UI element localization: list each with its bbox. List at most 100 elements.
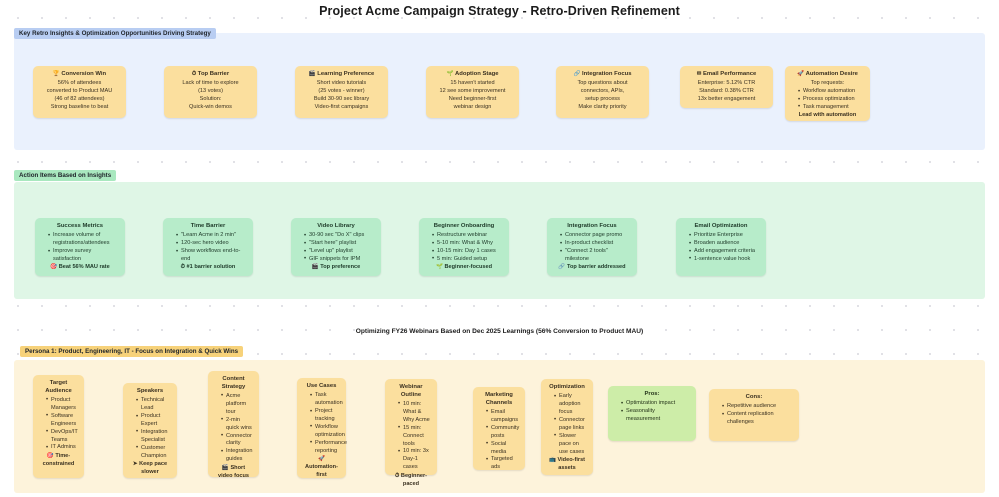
target-icon: 🎯 (50, 264, 59, 271)
action-card-beginner-onboarding[interactable]: Beginner OnboardingRestructure webinar5-… (419, 218, 509, 276)
list-item: Technical Lead (136, 397, 171, 413)
card-bullet-list: Repetitive audienceContent replication c… (715, 403, 793, 427)
action-card-email-optimization[interactable]: Email OptimizationPrioritize EnterpriseB… (676, 218, 766, 276)
card-title: 🌱 Adoption Stage (446, 71, 499, 77)
video-icon: 🎬 (221, 464, 231, 471)
card-line: Video-first campaigns (314, 103, 369, 110)
card-line: 56% of attendees (57, 80, 102, 87)
seedling-icon: 🌱 (435, 264, 445, 271)
card-line: connectors, APIs, (580, 88, 625, 95)
persona-card-content-strategy[interactable]: Content StrategyAcme platform tour2-min … (208, 371, 259, 479)
card-bullet-list: Task automationProject trackingWorkflow … (303, 392, 347, 456)
list-item: Connector clarity (221, 432, 253, 449)
card-bullet-list: Workflow automationProcess optimizationT… (791, 88, 864, 112)
card-footer: ➤ Keep pace slower (132, 461, 168, 476)
card-title: Target Audience (45, 380, 72, 394)
action-card-time-barrier[interactable]: Time Barrier"Learn Acme in 2 min"120-sec… (163, 218, 253, 276)
card-title: 🏆 Conversion Win (52, 71, 107, 77)
card-bullet-list: Product ManagersSoftware EngineersDevOps… (39, 396, 78, 452)
list-item: "Connect 2 tools" milestone (560, 248, 631, 264)
card-bullet-list: Acme platform tour2-min quick winsConnec… (214, 392, 253, 464)
card-title: Speakers (136, 388, 164, 394)
card-intro: Top requests: (810, 80, 845, 87)
list-item: Task management (798, 103, 864, 111)
list-item: 10 min: What & Why Acme (398, 400, 431, 425)
card-footer: 🎬 Short video focus (217, 464, 250, 479)
page-title: Project Acme Campaign Strategy - Retro-D… (319, 4, 680, 18)
list-item: Broaden audience (689, 240, 760, 248)
card-footer: 🎯 Beat 56% MAU rate (50, 264, 110, 271)
list-item: "Level up" playlist (304, 248, 375, 256)
persona-card-webinar-outline[interactable]: Webinar Outline 10 min: What & Why Acme15… (385, 379, 437, 487)
card-footer: 🚀 Automation-first (305, 456, 338, 479)
persona-card-use-cases[interactable]: Use CasesTask automationProject tracking… (297, 378, 347, 479)
card-title: 🔗 Integration Focus (573, 71, 632, 77)
action-card-success-metrics[interactable]: Success MetricsIncrease volume of regist… (35, 218, 125, 276)
clock-icon: ⏱ (191, 71, 198, 77)
list-item: 15 min: Connect tools (398, 424, 431, 449)
card-bullet-list: Technical LeadProduct ExpertIntegration … (129, 397, 171, 461)
card-line: (13 votes) (198, 88, 223, 95)
card-line: Solution: (199, 96, 222, 103)
persona-card-cons[interactable]: Cons:Repetitive audienceContent replicat… (709, 389, 799, 441)
list-item: Performance reporting (310, 439, 347, 456)
card-line: (25 votes - winner) (318, 88, 365, 95)
card-bullet-list: "Learn Acme in 2 min"120-sec hero videoS… (169, 232, 247, 264)
list-item: Content replication challenges (722, 411, 793, 427)
action-card-video-library[interactable]: Video Library30-90 sec "Do X" clips"Star… (291, 218, 381, 276)
list-item: GIF snippets for IPM (304, 255, 375, 263)
card-title: Content Strategy (221, 376, 246, 390)
list-item: Repetitive audience (722, 403, 793, 411)
card-bullet-list: Prioritize EnterpriseBroaden audienceAdd… (682, 232, 760, 264)
rocket-icon: 🚀 (797, 71, 806, 77)
card-title: Webinar Outline (399, 384, 423, 398)
persona-card-marketing-channels[interactable]: Marketing ChannelsEmail campaignsCommuni… (473, 387, 525, 470)
card-line: webinar design (453, 103, 492, 110)
list-item: Customer Champion (136, 444, 171, 461)
card-line: Enterprise: 5.12% CTR (697, 80, 756, 87)
list-item: Integration guides (221, 448, 253, 464)
persona-card-speakers[interactable]: SpeakersTechnical LeadProduct ExpertInte… (123, 383, 177, 478)
action-card-integration-focus[interactable]: Integration FocusConnector page promoIn-… (547, 218, 637, 276)
section-subtitle: Optimizing FY26 Webinars Based on Dec 20… (355, 328, 644, 335)
card-footer: ⏱ #1 barrier solution (180, 264, 236, 271)
card-title: ✉ Email Performance (696, 71, 757, 77)
card-footer: 🎯 Time-constrained (42, 452, 75, 467)
card-footer: 🌱 Beginner-focused (435, 264, 493, 271)
card-line: setup process (585, 96, 620, 103)
link-icon: 🔗 (573, 71, 583, 77)
persona-card-optimization[interactable]: OptimizationEarly adoption focusConnecto… (541, 379, 593, 475)
list-item: Connector page promo (560, 232, 631, 240)
card-bullet-list: Increase volume of registrations/attende… (41, 232, 119, 264)
persona-card-target-audience[interactable]: Target AudienceProduct ManagersSoftware … (33, 375, 84, 478)
card-line: Strong baseline to beat (50, 103, 109, 110)
card-line: 12 see some improvement (439, 88, 506, 95)
list-item: Show workflows end-to-end (176, 248, 247, 264)
list-item: Product Managers (46, 396, 78, 413)
card-footer: Lead with automation (798, 112, 857, 119)
envelope-icon: ✉ (696, 71, 703, 77)
card-line: Lack of time to explore (182, 80, 239, 87)
card-footer: ⏱ Beginner-paced (394, 472, 428, 487)
card-bullet-list: 30-90 sec "Do X" clips"Start here" playl… (297, 232, 375, 264)
card-line: Need beginner-first (448, 96, 497, 103)
card-bullet-list: Connector page promoIn-product checklist… (553, 232, 631, 264)
list-item: Targeted ads (486, 456, 519, 472)
list-item: Email campaigns (486, 408, 519, 425)
list-item: Community posts (486, 424, 519, 441)
card-title: Marketing Channels (485, 392, 513, 406)
list-item: "Learn Acme in 2 min" (176, 232, 247, 240)
clock-icon: ⏱ (180, 264, 187, 271)
persona-card-pros[interactable]: Pros:Optimization impactSeasonality meas… (608, 386, 696, 441)
list-item: Optimization impact (621, 400, 690, 408)
list-item: IT Admins (46, 444, 78, 452)
list-item: In-product checklist (560, 240, 631, 248)
list-item: Product Expert (136, 413, 171, 429)
